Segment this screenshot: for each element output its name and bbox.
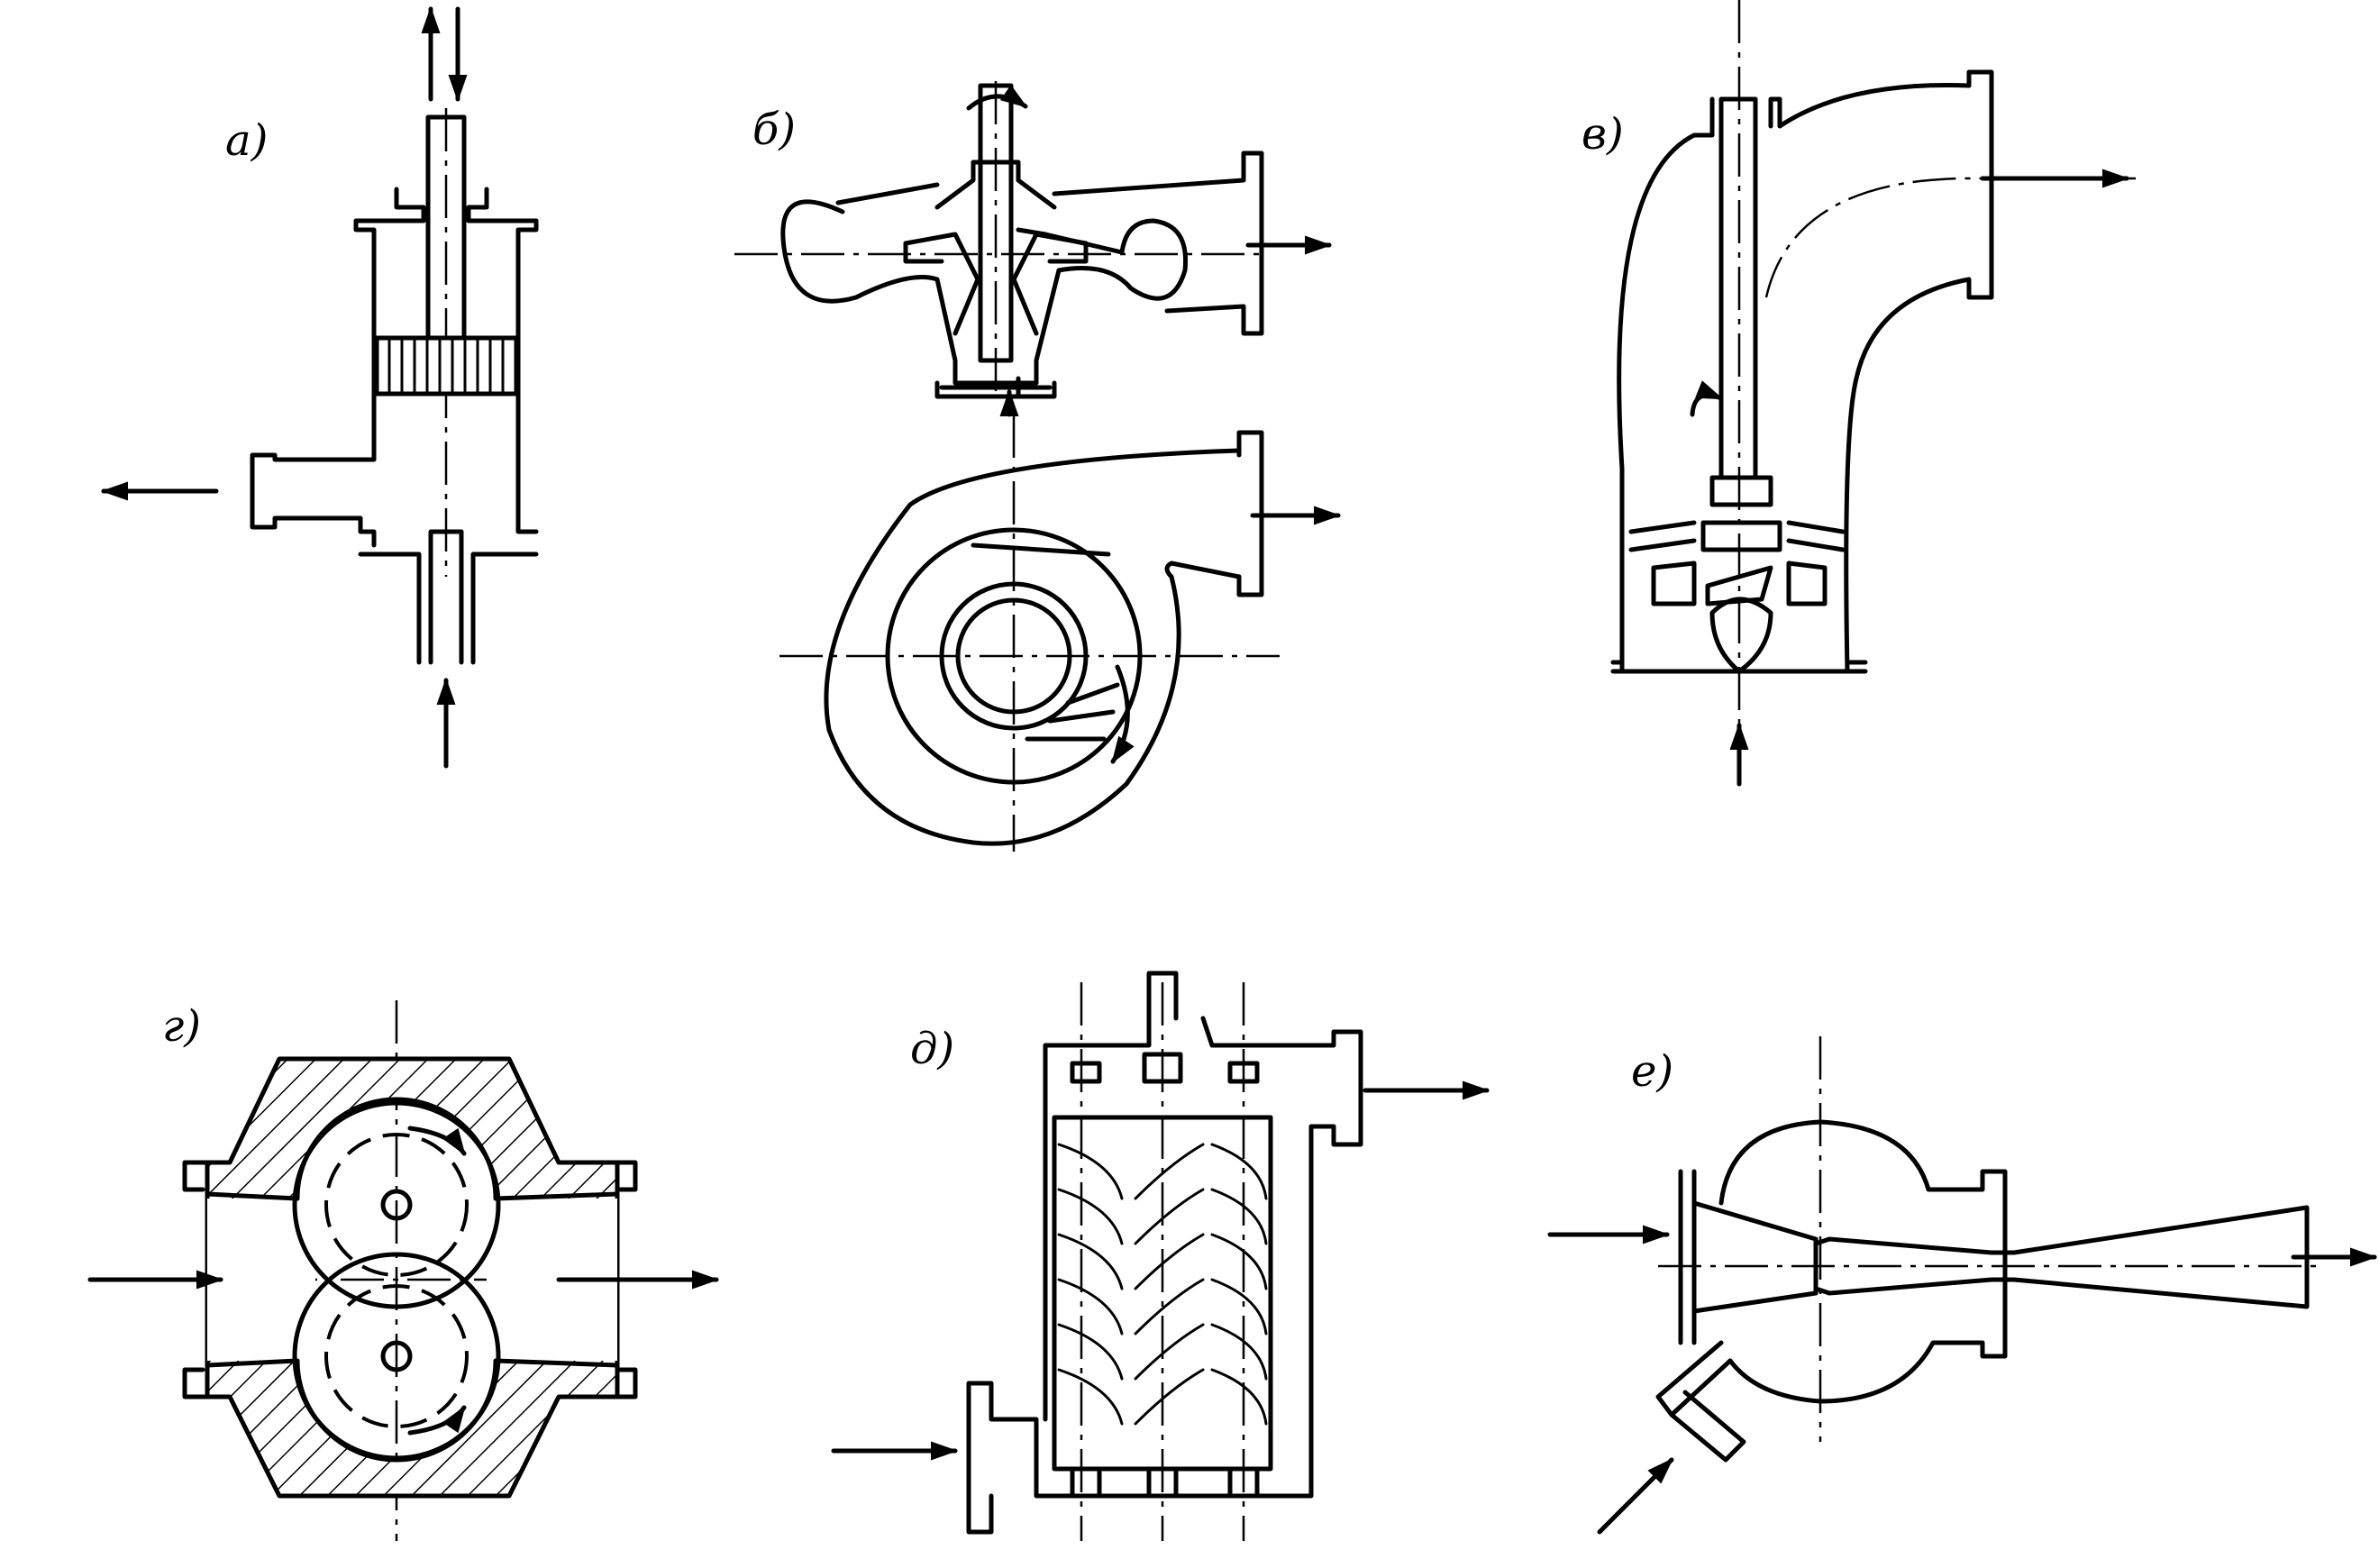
chamber-right — [515, 439, 539, 534]
base-flange — [1610, 660, 1868, 674]
arrow-rotation-plan — [1110, 664, 1135, 764]
housing-left — [1617, 96, 1715, 674]
gear-top — [292, 1100, 501, 1309]
piston — [374, 335, 519, 397]
piston-rings — [387, 339, 505, 393]
shaft — [978, 83, 1014, 363]
suction-flange — [934, 380, 1057, 399]
inlet-valve — [428, 529, 464, 665]
panel-d-screw-pump: д) — [831, 971, 1490, 1541]
panel-label-g: г) — [162, 1001, 201, 1052]
mixing-chamber — [1718, 1119, 2008, 1404]
gear-top-pitch — [324, 1133, 469, 1277]
impeller-section — [903, 232, 1089, 336]
panel-label-e: е) — [1631, 1046, 1673, 1097]
flanges — [182, 1160, 638, 1399]
gear-bottom-pitch — [324, 1284, 469, 1428]
shaft-top — [380, 1189, 413, 1221]
ports — [205, 1191, 620, 1368]
impeller-blades — [1651, 561, 1828, 606]
panel-v-axial-pump: в) — [1581, 0, 2136, 787]
suction-branch — [1655, 1340, 1746, 1463]
housing-outer — [966, 1016, 1363, 1535]
rotation-arrow-bottom — [407, 1405, 467, 1436]
panel-g-gear-pump: г) — [87, 1000, 719, 1541]
panel-e-jet-pump: е) — [1547, 1036, 2377, 1535]
eye-inner — [955, 597, 1072, 715]
rotor-block — [1052, 1115, 1273, 1472]
gear-bottom — [292, 1252, 501, 1461]
panel-label-v: в) — [1581, 109, 1624, 160]
volute-casing — [824, 430, 1264, 846]
impeller-blades — [903, 241, 1089, 264]
shaft-bottom — [380, 1340, 413, 1372]
elbow-centerline — [1764, 177, 2136, 298]
screw-threads-right — [1210, 1143, 1268, 1426]
rotation-arrow — [966, 84, 1028, 111]
nozzle — [1678, 1169, 1818, 1345]
screw-threads-center — [1134, 1143, 1205, 1426]
panel-b-centrifugal-pump: б) — [734, 81, 1341, 852]
outlet-pipe — [250, 439, 377, 548]
gland — [394, 187, 489, 223]
hub — [1700, 475, 1782, 552]
panel-label-b: б) — [752, 105, 796, 155]
impeller-outer — [885, 527, 1143, 785]
guide-vanes — [1628, 520, 1846, 552]
volute-body — [780, 199, 1189, 386]
inlet-pipe — [358, 552, 539, 665]
drive-shaft — [1043, 971, 1179, 1075]
impeller-vanes — [1025, 682, 1120, 742]
eye-outer — [939, 581, 1089, 731]
rotor-bearings-top — [1070, 1052, 1260, 1084]
rotation-arrow — [1690, 380, 1724, 417]
blade-center — [1705, 565, 1773, 606]
elbow-outer — [1768, 69, 1994, 674]
rotation-arrow-top — [407, 1126, 467, 1156]
nose-cone — [1709, 597, 1773, 674]
seal-housing — [934, 160, 1057, 210]
screw-threads-left — [1057, 1143, 1124, 1426]
panel-a-piston-pump: а) — [101, 6, 539, 769]
arrow-suction — [1597, 1457, 1674, 1535]
panel-label-a: а) — [225, 115, 268, 166]
diffuser — [1813, 1205, 2310, 1309]
rotor-bearings-bottom — [1070, 1466, 1260, 1499]
cutwater — [971, 542, 1111, 557]
panel-label-d: д) — [910, 1024, 954, 1074]
